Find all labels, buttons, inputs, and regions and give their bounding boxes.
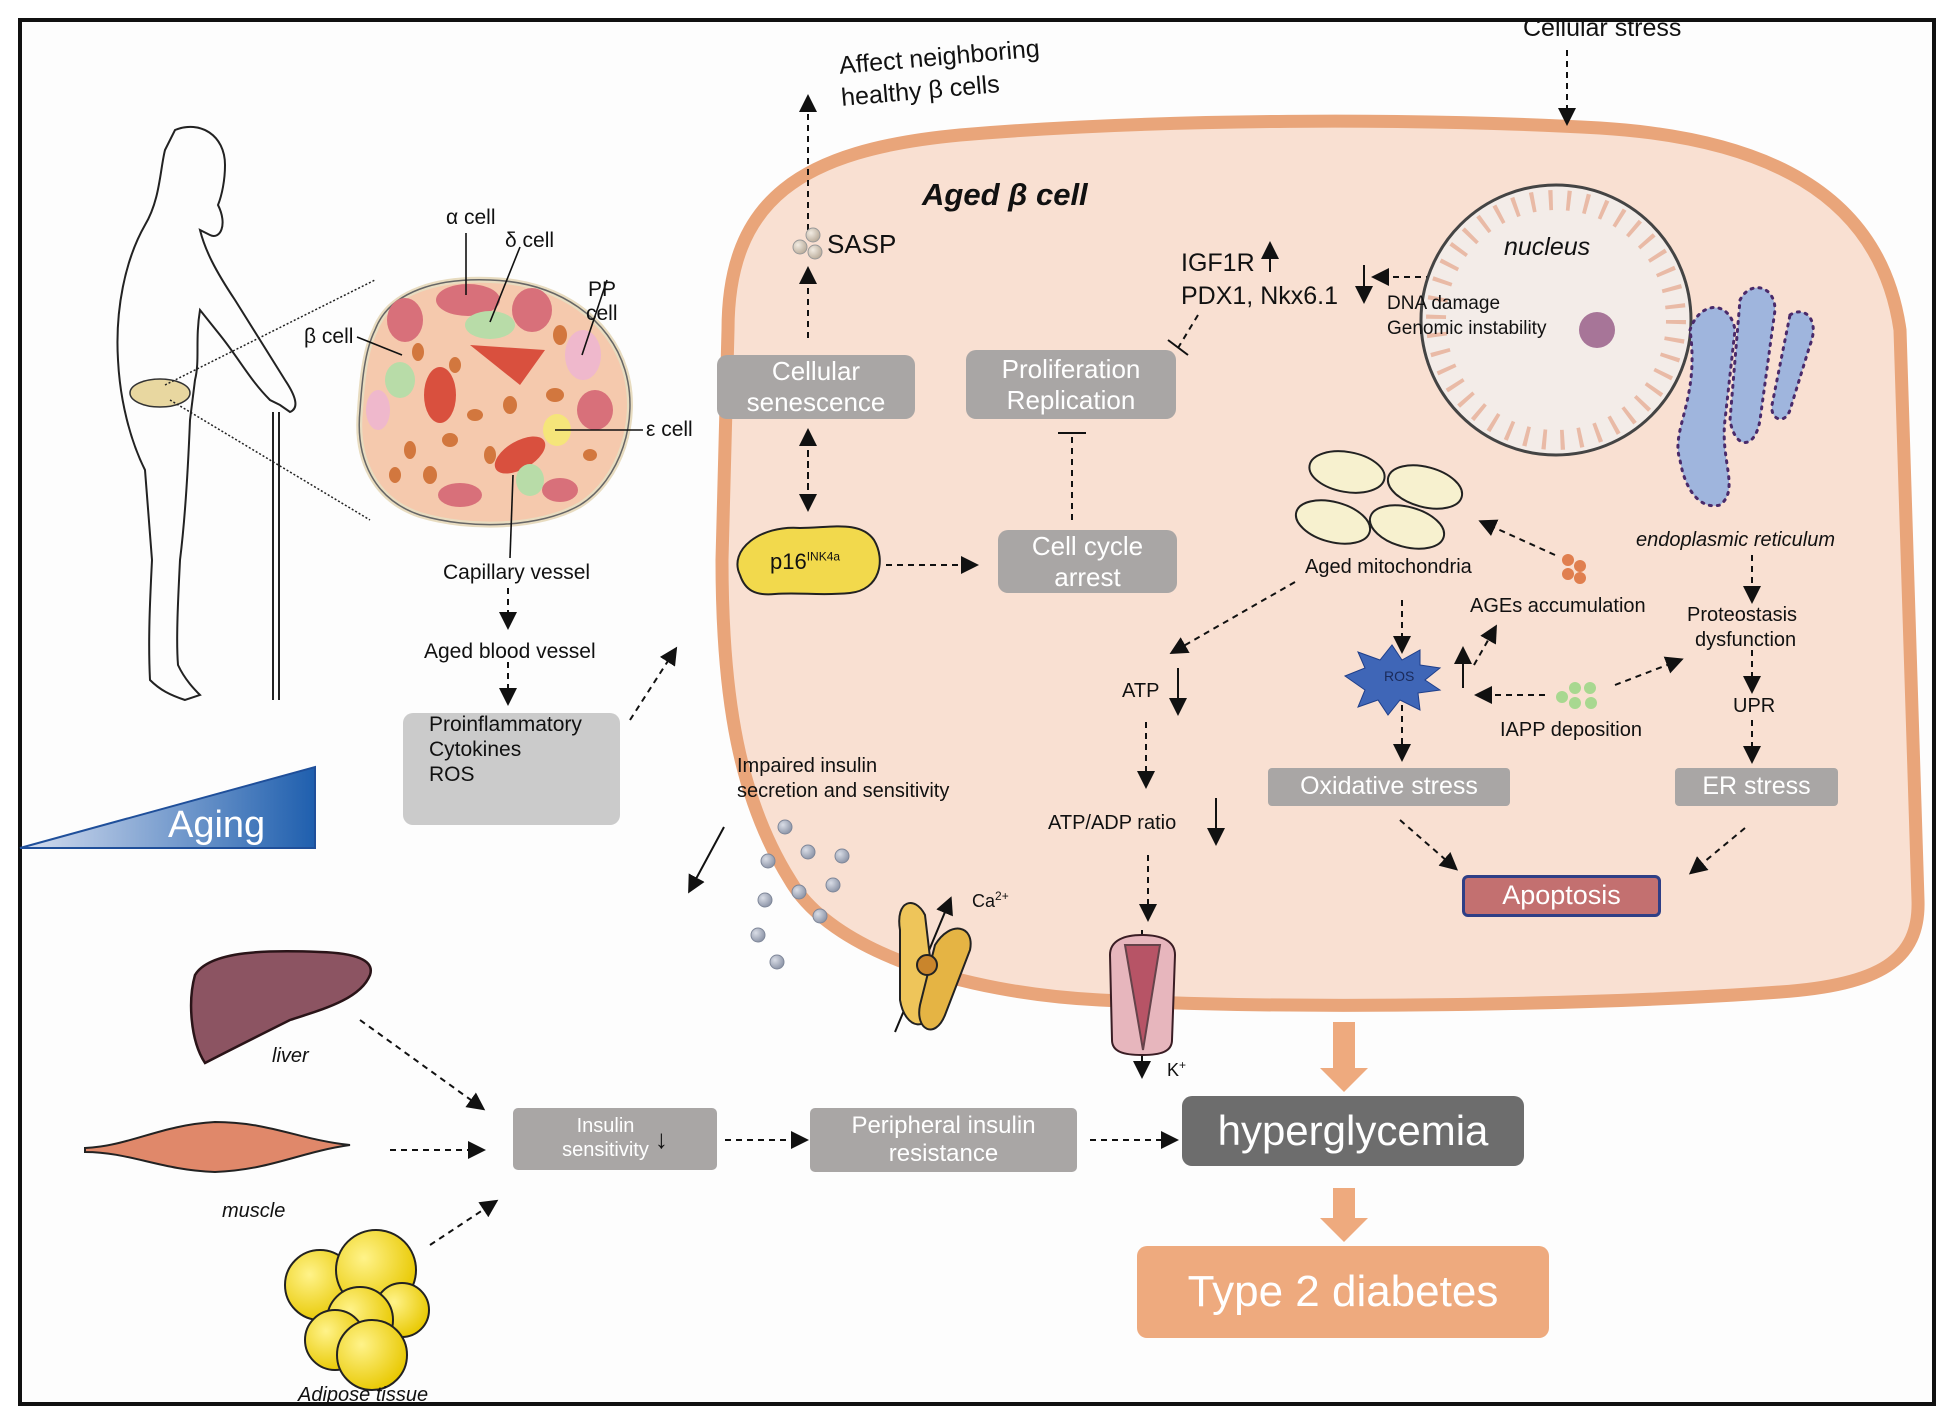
- peripheral-line-1: Peripheral insulin: [851, 1111, 1036, 1139]
- insulin-sensitivity-box: Insulin sensitivity ↓: [513, 1108, 717, 1170]
- cell-cycle-arrest-line-1: Cell cycle: [1031, 530, 1144, 561]
- calcium-sup: 2+: [995, 889, 1009, 903]
- liver-label: liver: [272, 1045, 309, 1067]
- oxidative-stress-box: Oxidative stress: [1268, 768, 1510, 806]
- type2-diabetes-box: Type 2 diabetes: [1137, 1246, 1549, 1338]
- mitochondria-icon: [1294, 450, 1464, 550]
- adipose-tissue-icon: [284, 1229, 430, 1391]
- calcium-label: Ca2+: [972, 889, 1009, 912]
- liver-icon: [189, 949, 372, 1065]
- p16-protein-icon: [736, 525, 881, 596]
- aged-mitochondria-label: Aged mitochondria: [1305, 556, 1472, 578]
- upr-label: UPR: [1733, 695, 1776, 717]
- adipose-label: Adipose tissue: [298, 1384, 429, 1406]
- beta-cell-label: β cell: [304, 325, 354, 348]
- ros-line: ROS: [429, 762, 475, 786]
- nucleus-label: nucleus: [1504, 233, 1591, 261]
- down-arrow-icon: ↓: [654, 1123, 668, 1154]
- igf1r-label: IGF1R: [1181, 249, 1255, 277]
- cellular-senescence-line-1: Cellular: [771, 356, 861, 387]
- pancreas-icon: [129, 378, 191, 408]
- calcium-base: Ca: [972, 891, 996, 911]
- cellular-senescence-line-2: senescence: [746, 387, 886, 417]
- orange-flow-arrows: [1320, 1022, 1368, 1242]
- pp-cell-label-1: PP: [588, 278, 617, 301]
- delta-cell-label: δ cell: [505, 229, 555, 252]
- capillary-vessel-label: Capillary vessel: [443, 561, 591, 584]
- atp-label: ATP: [1122, 680, 1160, 702]
- proliferation-box: Proliferation Replication: [966, 350, 1176, 419]
- aging-label: Aging: [168, 804, 266, 846]
- proteostasis-label-2: dysfunction: [1695, 629, 1797, 651]
- genomic-instability-label: Genomic instability: [1387, 318, 1547, 339]
- calcium-channel-icon: [898, 902, 972, 1031]
- peripheral-insulin-resistance-box: Peripheral insulin resistance: [810, 1108, 1077, 1172]
- proteostasis-label-1: Proteostasis: [1687, 604, 1798, 626]
- potassium-channel-icon: [1108, 933, 1177, 1057]
- cell-cycle-arrest-line-2: arrest: [1054, 561, 1121, 592]
- cell-cycle-arrest-box: Cell cycle arrest: [998, 530, 1177, 593]
- insulin-sensitivity-line-1: Insulin: [576, 1115, 635, 1138]
- p16-sup: INK4a: [806, 549, 841, 564]
- cellular-stress-label: Cellular stress: [1523, 14, 1682, 42]
- proliferation-line-1: Proliferation: [1001, 353, 1141, 384]
- iapp-particles-icon: [1556, 682, 1597, 709]
- insulin-sensitivity-text: Insulin sensitivity: [562, 1115, 649, 1162]
- potassium-label: K+: [1167, 1058, 1187, 1081]
- proliferation-line-2: Replication: [1006, 384, 1136, 415]
- atp-adp-label: ATP/ADP ratio: [1048, 812, 1177, 834]
- potassium-sup: +: [1179, 1058, 1187, 1072]
- ages-accumulation-label: AGEs accumulation: [1470, 595, 1646, 617]
- p16-label: p16INK4a: [770, 549, 840, 574]
- aging-triangle: [19, 765, 316, 849]
- sasp-particles-icon: [792, 227, 823, 260]
- peripheral-line-2: resistance: [888, 1140, 999, 1167]
- aged-beta-cell-title: Aged β cell: [922, 177, 1088, 212]
- elderly-person-icon: [116, 125, 297, 702]
- proinflammatory-line: Proinflammatory: [429, 713, 582, 736]
- cytokines-line: Cytokines: [429, 737, 522, 761]
- potassium-base: K: [1167, 1060, 1180, 1080]
- pancreatic-islet-icon: [356, 276, 633, 528]
- hyperglycemia-box: hyperglycemia: [1182, 1096, 1524, 1166]
- insulin-sensitivity-line-2: sensitivity: [562, 1139, 649, 1161]
- ros-label: ROS: [1384, 668, 1415, 684]
- pp-cell-label-2: cell: [586, 302, 618, 325]
- pdx1-label: PDX1, Nkx6.1: [1181, 282, 1339, 310]
- ages-particles-icon: [1562, 554, 1586, 584]
- muscle-label: muscle: [222, 1200, 286, 1222]
- alpha-cell-label: α cell: [446, 206, 496, 229]
- nucleus-icon: [1419, 183, 1693, 457]
- iapp-deposition-label: IAPP deposition: [1500, 719, 1642, 741]
- aged-blood-vessel-label: Aged blood vessel: [424, 640, 596, 663]
- er-label: endoplasmic reticulum: [1636, 529, 1835, 551]
- epsilon-cell-label: ε cell: [646, 418, 693, 441]
- er-stress-box: ER stress: [1675, 768, 1838, 806]
- cellular-senescence-box: Cellular senescence: [717, 355, 915, 419]
- muscle-icon: [84, 1120, 351, 1174]
- dna-damage-label: DNA damage: [1387, 293, 1501, 314]
- impaired-insulin-label-2: secretion and sensitivity: [737, 780, 950, 802]
- sasp-label: SASP: [827, 229, 897, 259]
- p16-base: p16: [770, 549, 807, 574]
- endoplasmic-reticulum-icon: [1676, 286, 1815, 508]
- insulin-granules-icon: [750, 819, 850, 970]
- impaired-insulin-label-1: Impaired insulin: [737, 755, 878, 777]
- apoptosis-box: Apoptosis: [1462, 875, 1661, 917]
- proinflammatory-box: Proinflammatory Cytokines ROS: [403, 713, 620, 825]
- ros-burst-icon: [1343, 644, 1442, 716]
